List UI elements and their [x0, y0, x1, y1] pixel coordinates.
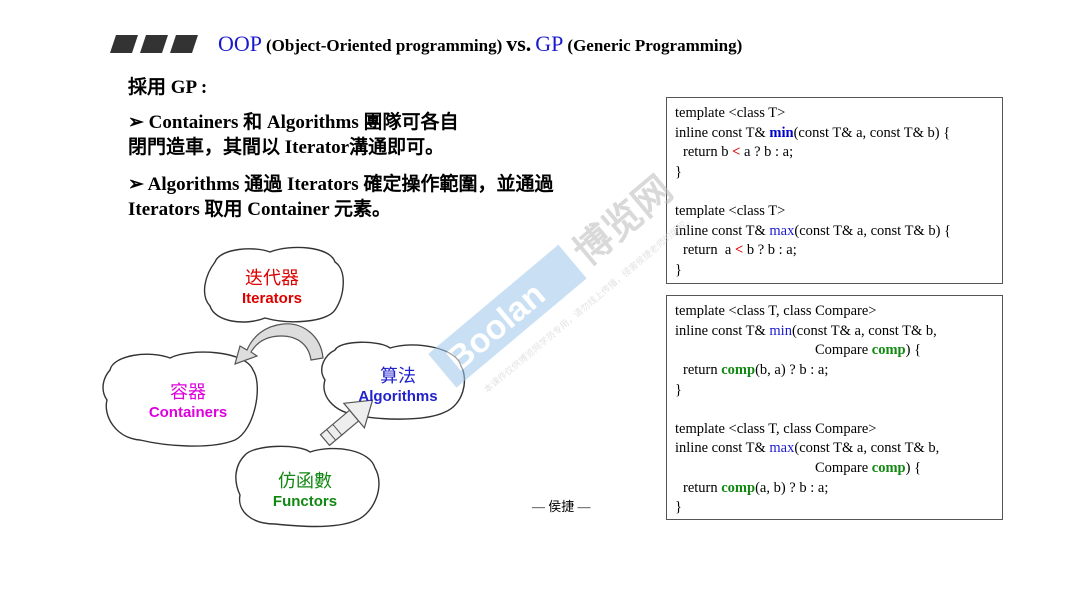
- code-line: template <class T, class Compare>: [675, 303, 877, 319]
- slide-title: OOP (Object-Oriented programming) vs. GP…: [218, 31, 742, 57]
- iterators-cn: 迭代器: [245, 268, 299, 288]
- stl-components-diagram: 迭代器 Iterators 容器 Containers 算法 Algorithm…: [95, 240, 475, 530]
- gp-label: GP: [535, 31, 564, 56]
- functors-cloud: [235, 445, 380, 528]
- code-line: inline const T& max(const T& a, const T&…: [675, 222, 951, 239]
- author-credit: — 侯捷 —: [532, 499, 591, 514]
- code-line: return a < b ? b : a;: [683, 242, 797, 259]
- code-line: Compare comp) {: [815, 459, 922, 476]
- code-line: inline const T& min(const T& a, const T&…: [675, 322, 937, 339]
- algorithms-cn: 算法: [380, 366, 416, 386]
- bullet1-line1: ➢ Containers 和 Algorithms 團隊可各自: [128, 112, 459, 133]
- code-line: inline const T& max(const T& a, const T&…: [675, 440, 940, 457]
- curved-arrow-icon: [234, 323, 324, 365]
- iterators-cloud: [203, 246, 344, 323]
- functors-en: Functors: [272, 493, 338, 510]
- code-line: }: [675, 261, 682, 278]
- functors-cn: 仿函數: [278, 471, 332, 491]
- code-line: }: [675, 381, 682, 398]
- vs-label: vs.: [506, 31, 532, 56]
- code-box-compare: template <class T, class Compare> inline…: [666, 295, 1003, 520]
- watermark-note: 本课件仅供博览网学员专用，请勿线上传播，侵害侯捷老师的版权。: [481, 213, 696, 396]
- code-line: }: [675, 499, 682, 516]
- code-line: }: [675, 164, 682, 181]
- code-line: Compare comp) {: [815, 342, 922, 359]
- containers-cloud: [102, 351, 259, 447]
- code-line: return comp(b, a) ? b : a;: [683, 362, 829, 379]
- containers-cn: 容器: [170, 382, 206, 402]
- containers-en: Containers: [148, 404, 228, 421]
- algorithms-en: Algorithms: [358, 388, 438, 405]
- bullet1-line2: 閉門造車，其間以 Iterator溝通即可。: [128, 137, 445, 158]
- gp-full: (Generic Programming): [567, 36, 743, 55]
- oop-full: (Object-Oriented programming): [266, 36, 503, 55]
- straight-arrow-icon: [319, 399, 374, 447]
- header-bars-icon: [110, 35, 198, 53]
- intro-text: 採用 GP :: [128, 77, 208, 98]
- code-line: return b < a ? b : a;: [683, 144, 794, 161]
- bullet2-line1: ➢ Algorithms 通過 Iterators 確定操作範圍，並通過: [128, 174, 554, 195]
- code-line: template <class T>: [675, 105, 786, 121]
- oop-label: OOP: [218, 31, 263, 56]
- code-line: template <class T, class Compare>: [675, 420, 877, 437]
- code-line: return comp(a, b) ? b : a;: [683, 479, 829, 496]
- iterators-en: Iterators: [241, 290, 303, 307]
- code-line: template <class T>: [675, 202, 786, 219]
- code-box-basic: template <class T> inline const T& min(c…: [666, 97, 1003, 284]
- code-line: inline const T& min(const T& a, const T&…: [675, 124, 951, 141]
- bullet2-line2: Iterators 取用 Container 元素。: [128, 199, 391, 220]
- watermark-cn: 博览网: [565, 167, 681, 274]
